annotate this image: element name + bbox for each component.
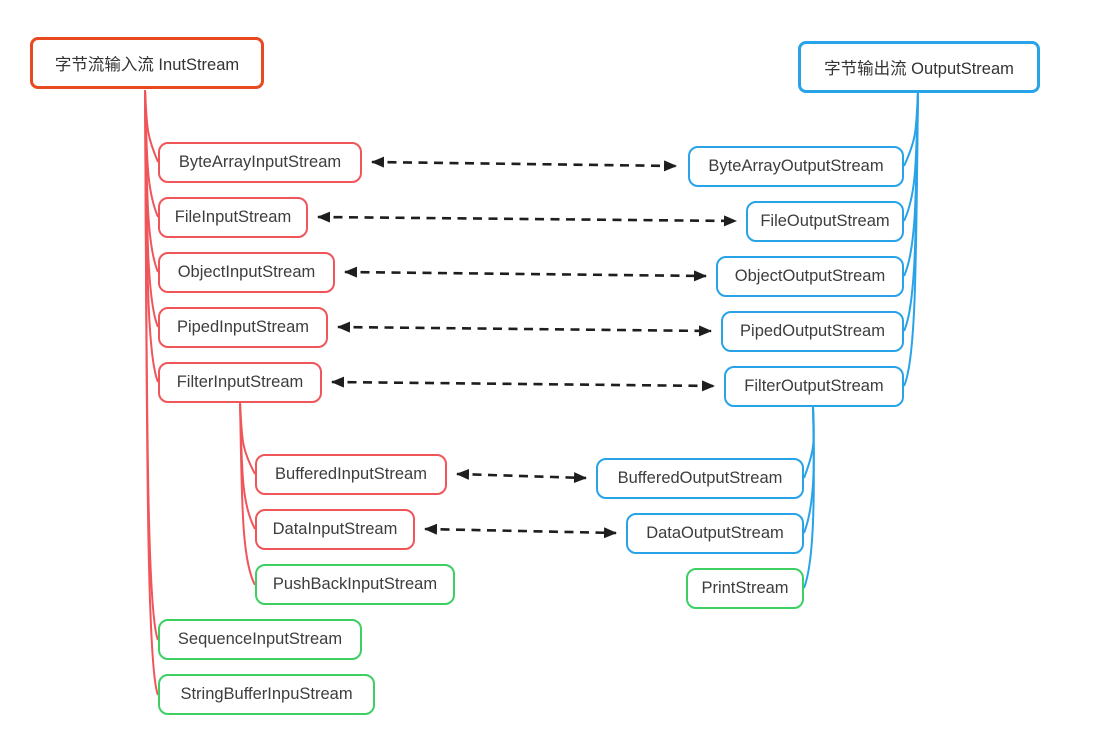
node-inputstream-root[interactable]: 字节流输入流 InutStream: [30, 37, 264, 89]
node-label: StringBufferInpuStream: [180, 685, 353, 703]
node-bytearrayinputstream[interactable]: ByteArrayInputStream: [158, 142, 362, 183]
node-objectoutputstream[interactable]: ObjectOutputStream: [716, 256, 904, 297]
node-label: ByteArrayInputStream: [178, 153, 342, 171]
node-label: DataOutputStream: [646, 524, 784, 542]
arrow-object-pair: [344, 266, 707, 282]
node-label: 字节流输入流 InutStream: [54, 56, 240, 74]
node-label: BufferedInputStream: [275, 465, 427, 483]
node-datainputstream[interactable]: DataInputStream: [255, 509, 415, 550]
node-label: BufferedOutputStream: [617, 469, 783, 487]
node-label: FileInputStream: [174, 208, 292, 226]
node-fileoutputstream[interactable]: FileOutputStream: [746, 201, 904, 242]
node-stringbufferinpustream[interactable]: StringBufferInpuStream: [158, 674, 375, 715]
node-sequenceinputstream[interactable]: SequenceInputStream: [158, 619, 362, 660]
node-printstream[interactable]: PrintStream: [686, 568, 804, 609]
link-arrow-group: [317, 156, 737, 539]
branch-input-stringbufferinpustream: [144, 89, 159, 696]
node-dataoutputstream[interactable]: DataOutputStream: [626, 513, 804, 554]
node-outputstream-root[interactable]: 字节输出流 OutputStream: [798, 41, 1040, 93]
node-bufferedinputstream[interactable]: BufferedInputStream: [255, 454, 447, 495]
node-pipedinputstream[interactable]: PipedInputStream: [158, 307, 328, 348]
node-label: PrintStream: [701, 579, 789, 597]
node-label: ObjectOutputStream: [734, 267, 886, 285]
node-label: FilterOutputStream: [744, 377, 884, 395]
node-pipedoutputstream[interactable]: PipedOutputStream: [721, 311, 904, 352]
node-filteroutputstream[interactable]: FilterOutputStream: [724, 366, 904, 407]
node-fileinputstream[interactable]: FileInputStream: [158, 197, 308, 238]
node-label: PipedInputStream: [176, 318, 310, 336]
arrow-buffered-pair: [456, 468, 587, 484]
node-objectinputstream[interactable]: ObjectInputStream: [158, 252, 335, 293]
node-label: PushBackInputStream: [272, 575, 438, 593]
arrow-file-pair: [317, 211, 737, 227]
branch-filterinput-pushbackinputstream: [239, 401, 256, 586]
node-label: PipedOutputStream: [740, 322, 885, 340]
node-label: 字节输出流 OutputStream: [824, 60, 1014, 78]
node-label: SequenceInputStream: [177, 630, 343, 648]
node-label: DataInputStream: [272, 520, 398, 538]
branch-output-filteroutputstream: [903, 91, 919, 387]
input-branch-group: [144, 89, 256, 696]
arrow-bytearray-pair: [371, 156, 677, 172]
node-label: FileOutputStream: [760, 212, 890, 230]
arrow-filter-pair: [331, 376, 715, 392]
node-label: FilterInputStream: [176, 373, 304, 391]
node-pushbackinputstream[interactable]: PushBackInputStream: [255, 564, 455, 605]
arrow-piped-pair: [337, 321, 712, 337]
node-label: ByteArrayOutputStream: [708, 157, 884, 175]
arrow-data-pair: [424, 523, 617, 539]
node-label: ObjectInputStream: [177, 263, 316, 281]
node-bufferedoutputstream[interactable]: BufferedOutputStream: [596, 458, 804, 499]
node-bytearrayoutputstream[interactable]: ByteArrayOutputStream: [688, 146, 904, 187]
branch-filteroutput-printstream: [803, 406, 815, 589]
node-filterinputstream[interactable]: FilterInputStream: [158, 362, 322, 403]
output-branch-group: [803, 91, 919, 589]
